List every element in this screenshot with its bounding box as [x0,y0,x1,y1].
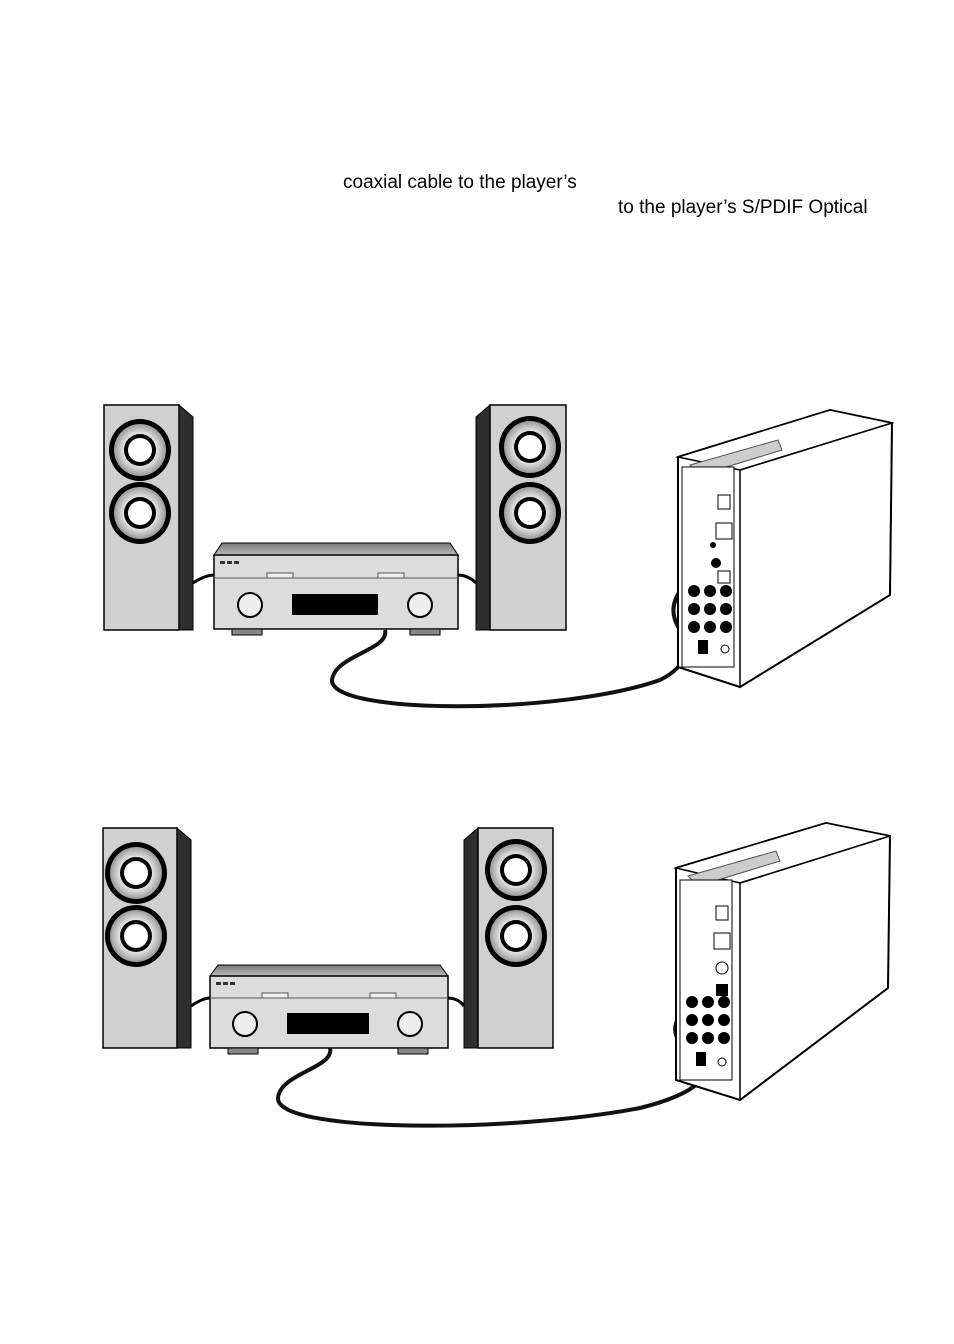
av-receiver [209,964,449,1055]
instruction-text-optical: to the player’s S/PDIF Optical [618,197,868,218]
left-speaker [102,826,192,1049]
av-receiver [213,542,459,636]
right-speaker [463,826,554,1049]
instruction-text-coaxial: coaxial cable to the player’s [343,172,577,193]
coaxial-connection-diagram [103,403,895,709]
media-player [673,821,892,1102]
left-speaker [103,403,194,631]
optical-connection-diagram [102,821,892,1128]
media-player [675,408,895,689]
coaxial-cable [329,561,719,709]
right-speaker [475,403,567,631]
